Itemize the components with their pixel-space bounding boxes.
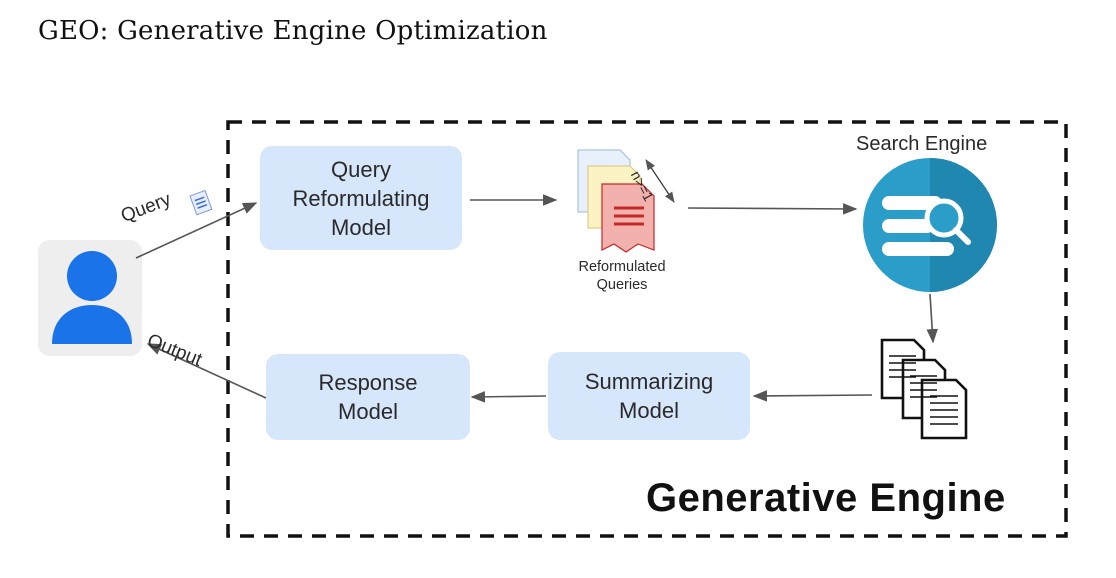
query-document-icon bbox=[189, 189, 213, 216]
arrow-search-to-documents bbox=[926, 293, 938, 344]
query-reformulating-model-box: Query Reformulating Model bbox=[260, 146, 462, 250]
reformulated-queries-label: Reformulated Queries bbox=[578, 259, 666, 293]
arrow-user-to-reformulating bbox=[135, 202, 258, 259]
arrow-response-to-user bbox=[146, 343, 267, 399]
arrow-queries-to-search bbox=[687, 203, 858, 215]
query-documents-icon bbox=[577, 149, 655, 253]
result-documents-lines bbox=[889, 355, 958, 425]
page-title: GEO: Generative Engine Optimization bbox=[38, 16, 548, 46]
generative-engine-boundary bbox=[226, 120, 1068, 538]
arrow-documents-to-summarizing bbox=[752, 390, 873, 402]
arrow-summarizing-to-response bbox=[470, 391, 547, 403]
summarizing-model-box: Summarizing Model bbox=[548, 352, 750, 440]
search-engine-icon bbox=[863, 158, 997, 292]
search-engine-label: Search Engine bbox=[856, 133, 988, 155]
generative-engine-title: Generative Engine bbox=[646, 476, 1006, 520]
user-icon bbox=[38, 240, 142, 356]
response-model-box: Response Model bbox=[266, 354, 470, 440]
n-queries-arrow bbox=[645, 159, 675, 203]
